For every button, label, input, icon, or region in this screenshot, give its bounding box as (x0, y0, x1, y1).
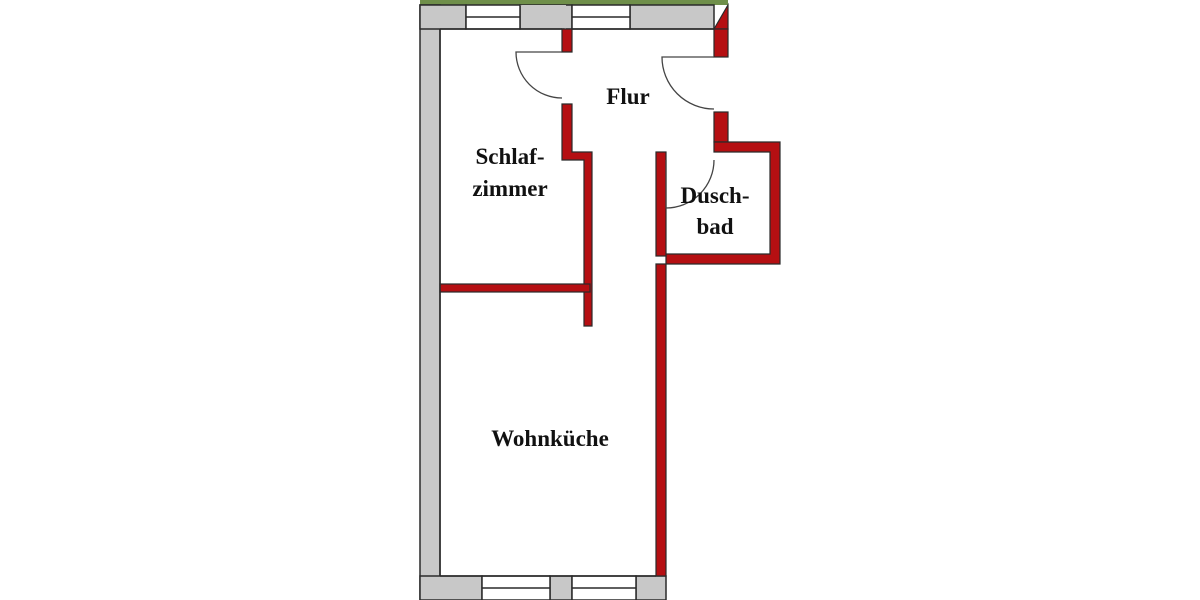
room-label-schlafzimmer-line1: Schlaf- (476, 144, 545, 169)
interior-outlines (439, 28, 714, 577)
room-label-duschbad-line1: Dusch- (680, 183, 749, 208)
door-duschbad (665, 159, 715, 209)
interior-walls (439, 2, 781, 577)
red-wall-flur-right-low (713, 111, 729, 143)
red-wall-schlafzimmer-flur-2 (561, 103, 593, 327)
top-green-edge (420, 0, 728, 5)
exterior-wall-left (419, 4, 441, 600)
exterior-wall-top-c (629, 4, 715, 30)
door-swings (515, 51, 715, 209)
room-label-duschbad-line2: bad (696, 214, 733, 239)
exterior-walls (419, 4, 715, 600)
red-wall-flur-right (713, 28, 729, 58)
room-label-schlafzimmer-line2: zimmer (472, 176, 547, 201)
red-wall-schlafzimmer-flur (561, 28, 573, 53)
door-entrance (661, 56, 715, 110)
room-label-flur: Flur (606, 84, 649, 109)
exterior-wall-bottom-c (635, 575, 667, 600)
exterior-wall-top-a (419, 4, 467, 30)
exterior-wall-bottom-a (419, 575, 483, 600)
red-wall-duschbad (655, 141, 781, 577)
door-schlafzimmer (515, 51, 563, 99)
red-wall-schlafzimmer-bottom (439, 283, 591, 293)
room-label-wohnkueche: Wohnküche (491, 426, 609, 451)
windows (465, 4, 637, 600)
red-wall-flur-duschbad (655, 151, 667, 257)
top-corner-triangle (520, 5, 566, 29)
exterior-wall-bottom-b (549, 575, 573, 600)
